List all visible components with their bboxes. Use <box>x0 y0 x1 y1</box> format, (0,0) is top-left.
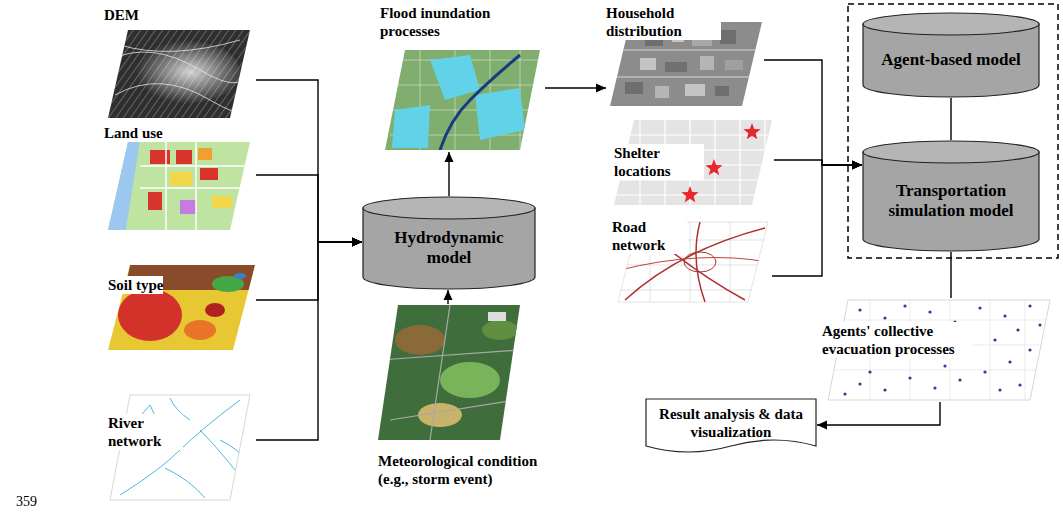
arrow-head <box>352 238 362 247</box>
connector-line <box>772 165 862 276</box>
shape-label: Result analysis & data visualization <box>659 405 803 441</box>
shape-text: Hydrodynamic model <box>362 196 536 290</box>
label-text: River network <box>108 414 183 450</box>
shape-label: Hydrodynamic model <box>372 228 526 269</box>
flood-map <box>380 45 545 155</box>
connector <box>951 98 952 140</box>
connector <box>445 152 454 196</box>
document-node: Result analysis & data visualization <box>645 398 817 458</box>
label-text: Household distribution <box>606 4 721 40</box>
label-text: Road network <box>612 218 687 254</box>
connector-line <box>774 160 862 165</box>
connector-line <box>764 60 862 165</box>
soil-type-map <box>100 262 260 354</box>
shelter-map <box>610 118 775 208</box>
connector <box>545 84 606 93</box>
map-label: Shelter locations <box>614 144 704 180</box>
document-outline <box>646 399 816 452</box>
dem-map <box>100 25 260 125</box>
map-label: Road network <box>612 218 687 254</box>
arrow-head <box>852 161 862 170</box>
map-label: River network <box>108 414 183 450</box>
label-text: Land use <box>104 124 163 142</box>
shape-text: Transportation simulation model <box>862 140 1040 252</box>
label-text: Agents' collective evacuation processes <box>822 322 972 358</box>
map-label: Land use <box>104 124 163 142</box>
cylinder-node: Hydrodynamic model <box>362 196 536 290</box>
map-node: Soil type <box>104 262 256 352</box>
land-use-map <box>100 140 260 235</box>
map-label: Meteorological condition (e.g., storm ev… <box>378 452 548 488</box>
connector <box>772 161 862 277</box>
connector <box>817 402 940 430</box>
cylinder-top <box>863 13 1039 35</box>
connector <box>951 252 952 298</box>
connector <box>256 175 362 247</box>
map-node: DEM <box>104 6 256 120</box>
connector <box>444 290 453 304</box>
connector-line <box>950 252 951 298</box>
cylinder-body <box>863 152 1039 251</box>
map-label: Flood inundation processes <box>380 4 515 40</box>
connector <box>256 238 362 441</box>
map-node: Flood inundation processes <box>380 4 545 152</box>
map-label: Agents' collective evacuation processes <box>822 322 972 358</box>
arrow-head <box>596 84 606 93</box>
arrow-head <box>352 238 362 247</box>
label-text: Soil type <box>108 276 163 294</box>
arrow-head <box>445 152 454 162</box>
map-node: Household distribution <box>606 4 764 108</box>
model-group-frame <box>848 4 1058 258</box>
cylinder-body <box>363 208 535 289</box>
connector-line <box>256 242 362 300</box>
cylinder-top <box>363 197 535 219</box>
map-label: DEM <box>104 6 139 24</box>
connector-line <box>256 242 362 440</box>
shape-label: Agent-based model <box>881 50 1020 70</box>
connector-line <box>950 98 951 140</box>
label-text: Flood inundation processes <box>380 4 515 40</box>
map-label: Soil type <box>108 276 163 294</box>
map-node: Road network <box>612 214 772 304</box>
connector-line <box>256 80 362 242</box>
arrow-head <box>352 238 362 247</box>
label-text: Shelter locations <box>614 144 704 180</box>
label-text: DEM <box>104 6 139 24</box>
map-node: Agents' collective evacuation processes <box>818 298 1054 402</box>
connector <box>256 238 362 301</box>
arrow-head <box>817 421 827 430</box>
arrow-head <box>852 161 862 170</box>
arrow-head <box>444 290 453 300</box>
connector-line <box>817 402 940 425</box>
connector <box>256 80 362 247</box>
map-node: Shelter locations <box>612 118 774 208</box>
map-node: River network <box>104 392 256 502</box>
shape-label: Transportation simulation model <box>872 181 1030 222</box>
connector <box>764 60 862 170</box>
map-node: Meteorological condition (e.g., storm ev… <box>374 304 550 500</box>
shape-text: Result analysis & data visualization <box>645 398 817 458</box>
map-label: Household distribution <box>606 4 721 40</box>
arrow-head <box>852 161 862 170</box>
cylinder-top <box>863 141 1039 163</box>
cylinder-node: Transportation simulation model <box>862 140 1040 252</box>
label-text: Meteorological condition (e.g., storm ev… <box>378 452 548 488</box>
arrow-head <box>352 238 362 247</box>
shape-text: Agent-based model <box>862 12 1040 98</box>
line-number: 359 <box>16 494 37 510</box>
connector-line <box>256 175 362 242</box>
cylinder-node: Agent-based model <box>862 12 1040 98</box>
meteorological-map <box>370 300 530 445</box>
map-node: Land use <box>104 124 256 232</box>
